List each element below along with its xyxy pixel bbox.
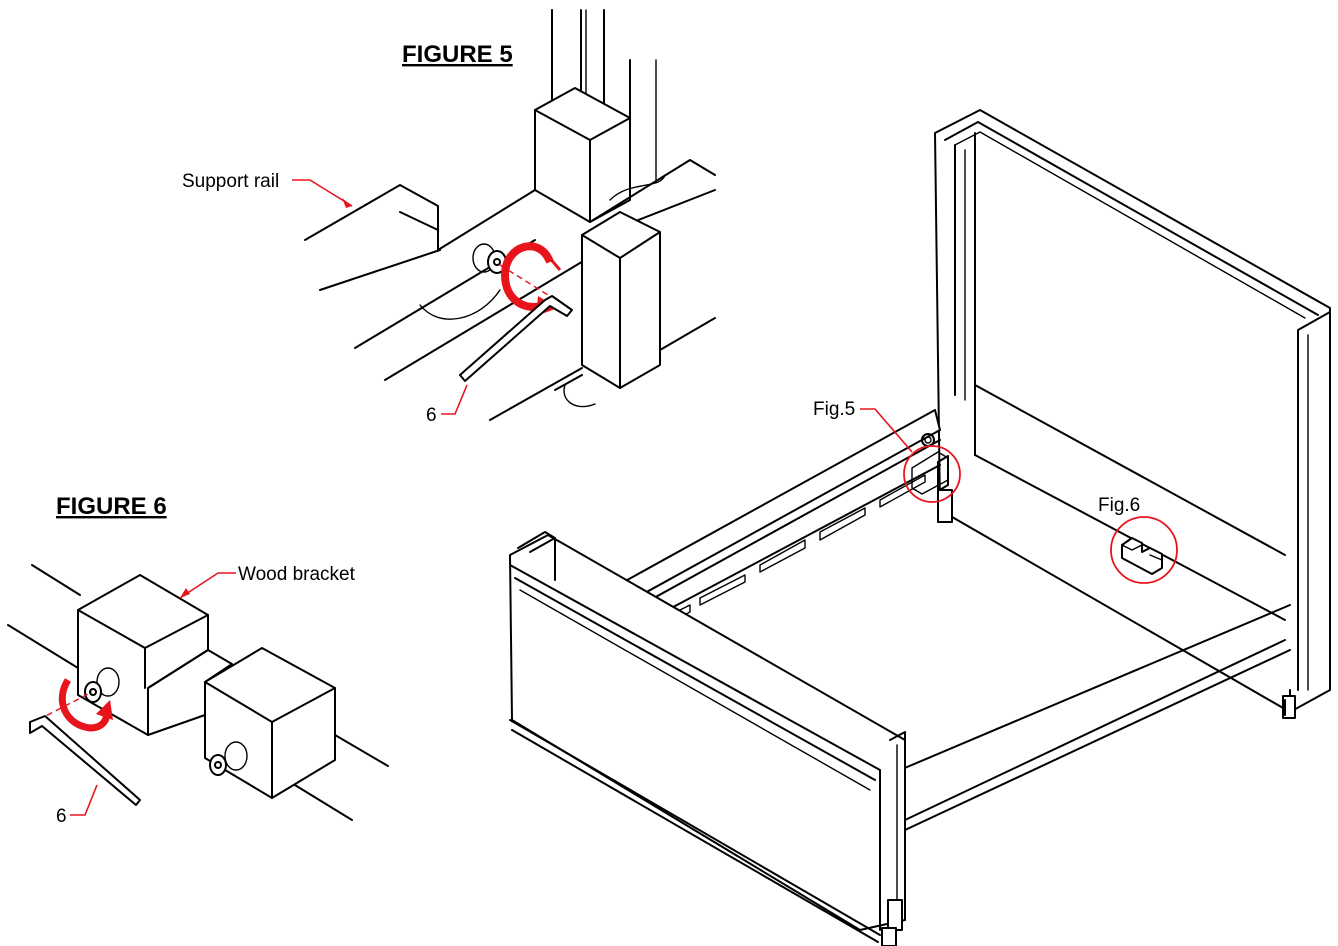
fig-6-callout-label: Fig.6 <box>1098 495 1140 516</box>
fig-5-callout: Fig.5 <box>813 399 961 503</box>
rotate-arrow-icon <box>58 678 113 732</box>
figure-5-detail: FIGURE 5 <box>182 9 716 426</box>
fig-5-callout-label: Fig.5 <box>813 399 855 420</box>
support-rail-label: Support rail <box>182 171 279 192</box>
wood-bracket-label: Wood bracket <box>238 564 356 585</box>
wood-bracket <box>77 574 336 799</box>
figure-6-detail: FIGURE 6 <box>7 493 389 827</box>
figure-6-title: FIGURE 6 <box>56 493 167 520</box>
figure-5-part-number: 6 <box>426 405 437 426</box>
footboard <box>509 531 906 946</box>
bed-frame-overview: Fig.5 Fig.6 <box>509 109 1331 946</box>
fig-6-callout: Fig.6 <box>1098 495 1178 584</box>
allen-key-icon <box>459 295 573 382</box>
side-rail-near <box>899 604 1291 831</box>
support-rail <box>304 87 716 421</box>
figure-6-part-number: 6 <box>56 806 67 827</box>
bolt-icon <box>84 667 120 703</box>
headboard <box>934 109 1331 719</box>
figure-5-title: FIGURE 5 <box>402 41 513 68</box>
bolt-icon <box>209 741 248 776</box>
bolt-icon <box>472 243 507 274</box>
allen-key-icon <box>29 715 141 806</box>
side-rail-far <box>599 409 953 639</box>
